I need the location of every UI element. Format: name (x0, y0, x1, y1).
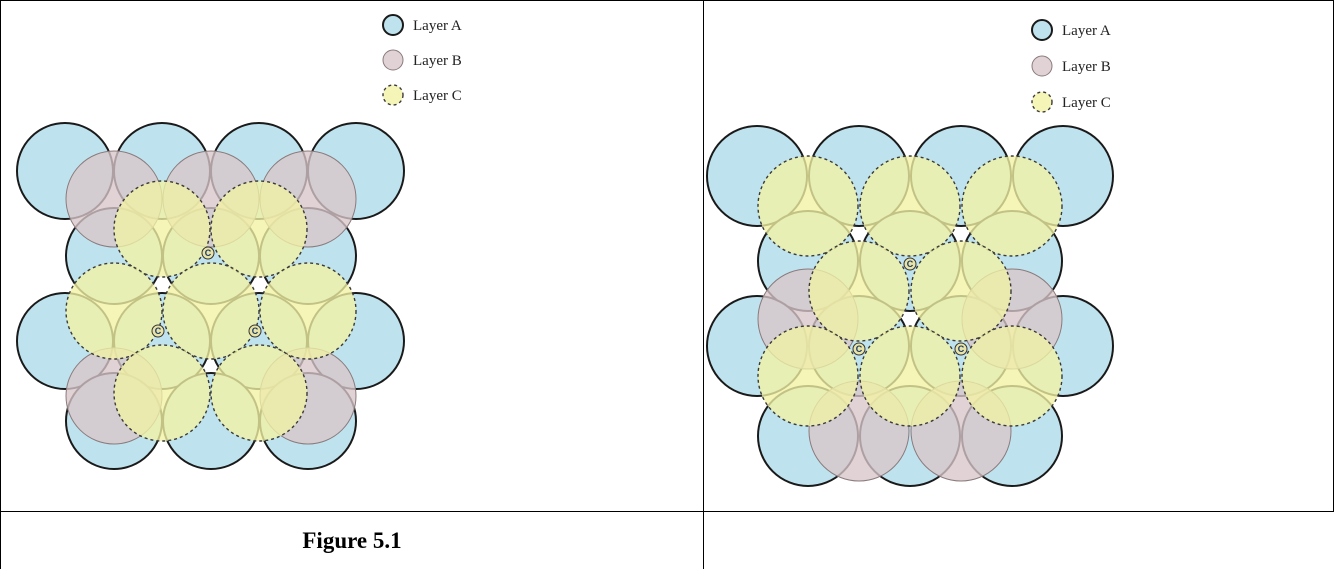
site-label-c: C (856, 344, 863, 354)
legend-swatch-layer-b (1031, 55, 1053, 77)
layer-c-sphere (210, 344, 308, 442)
site-marker-c (954, 342, 968, 356)
layer-c-sphere (859, 325, 961, 427)
site-marker-c (248, 324, 262, 338)
legend-swatch-layer-b (382, 49, 404, 71)
table-column-divider (703, 0, 704, 569)
legend-swatch-layer-a (382, 14, 404, 36)
site-marker-c (201, 246, 215, 260)
table-border-left (0, 0, 1, 569)
legend-label-layer-c: Layer C (1062, 95, 1111, 111)
legend-label-layer-c: Layer C (413, 88, 462, 104)
legend-label-layer-a: Layer A (1062, 23, 1111, 39)
legend-label-layer-a: Layer A (413, 18, 462, 34)
layer-c-sphere (113, 180, 211, 278)
layer-c-sphere (210, 180, 308, 278)
left-packing-diagram: C C C Layer A Layer B Layer C (16, 14, 462, 470)
layer-c-sphere (757, 155, 859, 257)
legend-label-layer-b: Layer B (1062, 59, 1111, 75)
legend: Layer A Layer B Layer C (1031, 19, 1111, 113)
figure-caption: Figure 5.1 (302, 527, 402, 553)
site-label-c: C (205, 248, 212, 258)
legend-label-layer-b: Layer B (413, 53, 462, 69)
table-row-divider (0, 511, 1334, 512)
layer-c-sphere (859, 155, 961, 257)
layer-c-sphere (757, 325, 859, 427)
layer-c-sphere (808, 240, 910, 342)
site-label-c: C (252, 326, 259, 336)
legend-swatch-layer-a (1031, 19, 1053, 41)
legend-swatch-layer-c (1031, 91, 1053, 113)
right-packing-diagram: C C C Layer A Layer B Layer C (706, 19, 1114, 487)
site-label-c: C (958, 344, 965, 354)
table-border-top (0, 0, 1334, 1)
site-label-c: C (155, 326, 162, 336)
site-label-c: C (907, 259, 914, 269)
site-labels: C C C (151, 246, 262, 338)
layer-c-spheres (65, 180, 357, 442)
legend-swatch-layer-c (382, 84, 404, 106)
site-labels: C C C (852, 257, 968, 356)
layer-c-sphere (961, 155, 1063, 257)
legend: Layer A Layer B Layer C (382, 14, 462, 106)
site-marker-c (903, 257, 917, 271)
layer-c-spheres (757, 155, 1063, 427)
layer-c-sphere (162, 262, 260, 360)
left-panel: C C C Layer A Layer B Layer C (1, 1, 703, 511)
layer-c-sphere (961, 325, 1063, 427)
layer-c-sphere (910, 240, 1012, 342)
layer-c-sphere (259, 262, 357, 360)
right-panel: C C C Layer A Layer B Layer C (704, 1, 1333, 511)
layer-c-sphere (113, 344, 211, 442)
site-marker-c (151, 324, 165, 338)
layer-c-sphere (65, 262, 163, 360)
site-marker-c (852, 342, 866, 356)
